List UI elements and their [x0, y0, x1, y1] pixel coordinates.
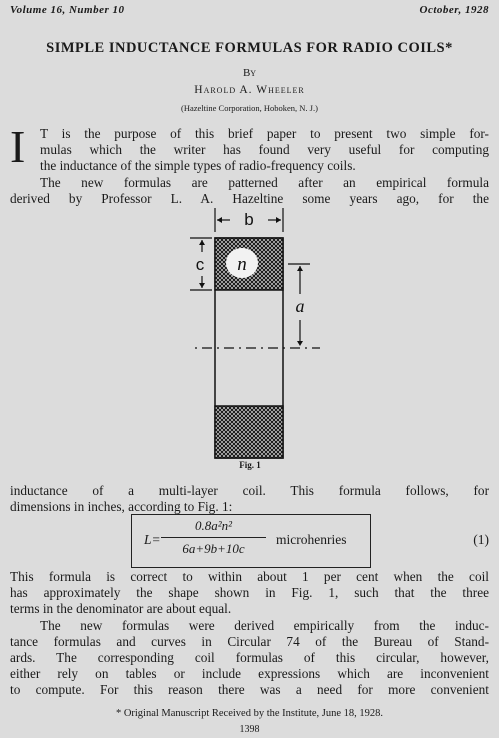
equation-lhs: L= [144, 532, 161, 547]
equation-numerator: 0.8a²n² [194, 518, 233, 533]
body-line: tance formulas and curves in Circular 74… [10, 634, 489, 649]
author-name: Harold A. Wheeler [194, 84, 305, 96]
issue-date: October, 1928 [419, 4, 489, 16]
byline: By [242, 67, 257, 79]
intro-line: T is the purpose of this brief paper to … [40, 126, 489, 141]
label-a: a [296, 296, 305, 316]
equation-fraction: 0.8a²n² 6a+9b+10c [161, 518, 266, 557]
intro-line: mulas which the writer has found very us… [40, 142, 489, 157]
body-line: terms in the denominator are about equal… [10, 601, 232, 616]
body-line: dimensions in inches, according to Fig. … [10, 499, 233, 514]
body-line: ards. The corresponding coil formulas of… [10, 650, 489, 665]
paper-title: SIMPLE INDUCTANCE FORMULAS FOR RADIO COI… [46, 40, 453, 56]
body-line: This formula is correct to within about … [10, 569, 489, 584]
bottom-winding-section [214, 405, 284, 459]
coil-cross-section-figure: b c n a [190, 208, 320, 459]
author-affiliation: (Hazeltine Corporation, Hoboken, N. J.) [181, 103, 318, 113]
equation-denominator: 6a+9b+10c [182, 541, 245, 556]
figure-caption: Fig. 1 [239, 460, 261, 470]
label-n: n [237, 254, 247, 275]
intro-line: the inductance of the simple types of ra… [40, 158, 356, 173]
body-line: has approximately the shape shown in Fig… [10, 585, 489, 600]
page-number: 1398 [239, 724, 260, 735]
intro-line: derived by Professor L. A. Hazeltine som… [10, 191, 489, 206]
label-c: c [196, 255, 205, 274]
body-line: to compute. For this reason there was a … [10, 682, 489, 697]
running-header: Volume 16, Number 10 October, 1928 [10, 4, 489, 20]
volume-info: Volume 16, Number 10 [10, 4, 125, 16]
drop-cap: I [10, 121, 26, 172]
label-b: b [244, 210, 253, 229]
body-line: inductance of a multi-layer coil. This f… [10, 483, 489, 498]
body-line: either rely on tables or include express… [10, 666, 489, 681]
body-line: The new formulas were derived empiricall… [40, 618, 489, 633]
turns-circle [226, 248, 258, 278]
equation-number: (1) [473, 532, 489, 547]
equation-box: L= 0.8a²n² 6a+9b+10c microhenries [131, 514, 371, 568]
footnote: * Original Manuscript Received by the In… [115, 708, 384, 719]
intro-line: The new formulas are patterned after an … [40, 175, 489, 190]
equation-unit: microhenries [276, 532, 347, 547]
